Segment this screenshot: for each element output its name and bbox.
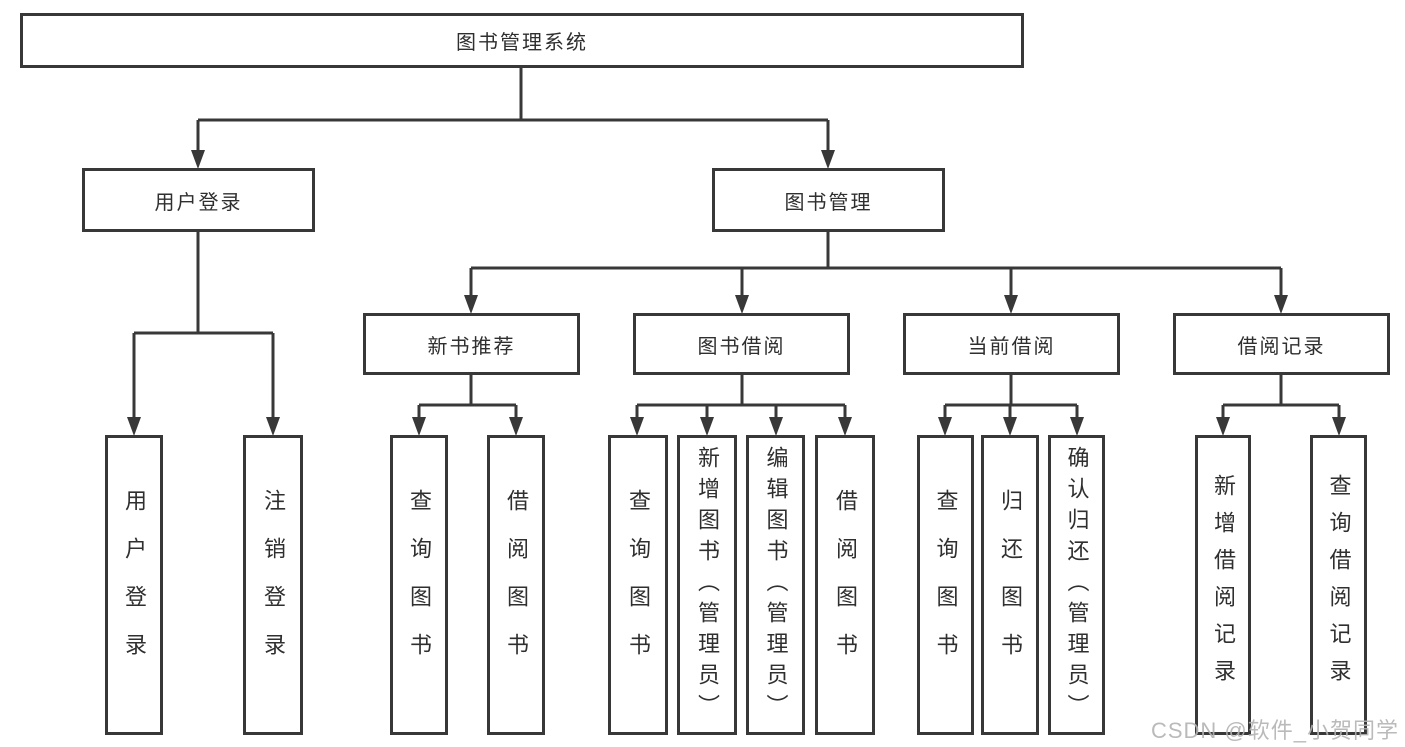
leaf-label: 编辑图书（管理员） [763,445,789,725]
node-borrowing-records: 借阅记录 [1173,313,1390,375]
node-label: 图书管理系统 [456,32,588,54]
leaf-current-query-books: 查询图书 [917,435,974,735]
node-label: 当前借阅 [967,335,1056,358]
leaf-label: 借阅图书 [504,489,529,681]
leaf-label: 用户登录 [122,489,147,681]
leaf-return-books: 归还图书 [981,435,1039,735]
leaf-recommend-borrow-books: 借阅图书 [487,435,545,735]
leaf-label: 新增图书（管理员） [695,445,720,725]
leaf-label: 查询借阅记录 [1326,474,1352,696]
leaf-user-login: 用户登录 [105,435,163,735]
node-user-login: 用户登录 [82,168,315,232]
node-new-book-recommend: 新书推荐 [363,313,580,375]
leaf-logout: 注销登录 [243,435,303,735]
csdn-watermark: CSDN @软件_小贺同学 [1150,718,1399,743]
leaf-label: 查询图书 [626,489,651,681]
leaf-label: 新增借阅记录 [1211,474,1236,696]
node-label: 新书推荐 [427,335,516,358]
leaf-add-borrow-record: 新增借阅记录 [1195,435,1251,735]
leaf-label: 查询图书 [407,489,432,681]
node-book-borrowing: 图书借阅 [633,313,850,375]
leaf-confirm-return-admin: 确认归还（管理员） [1048,435,1105,735]
leaf-label: 查询图书 [933,489,959,681]
node-label: 图书借阅 [697,335,786,358]
leaf-add-book-admin: 新增图书（管理员） [677,435,737,735]
leaf-query-borrow-record: 查询借阅记录 [1310,435,1367,735]
node-current-borrowing: 当前借阅 [903,313,1120,375]
leaf-recommend-query-books: 查询图书 [390,435,448,735]
node-label: 借阅记录 [1237,335,1326,358]
node-library-management-system: 图书管理系统 [20,13,1024,68]
node-book-management: 图书管理 [712,168,945,232]
node-label: 图书管理 [784,191,873,214]
leaf-borrowing-query-books: 查询图书 [608,435,668,735]
leaf-label: 注销登录 [261,489,286,681]
leaf-label: 确认归还（管理员） [1064,445,1090,725]
leaf-label: 借阅图书 [833,489,858,681]
leaf-borrowing-borrow-books: 借阅图书 [815,435,875,735]
leaf-edit-book-admin: 编辑图书（管理员） [746,435,805,735]
node-label: 用户登录 [154,191,243,214]
leaf-label: 归还图书 [998,489,1023,681]
